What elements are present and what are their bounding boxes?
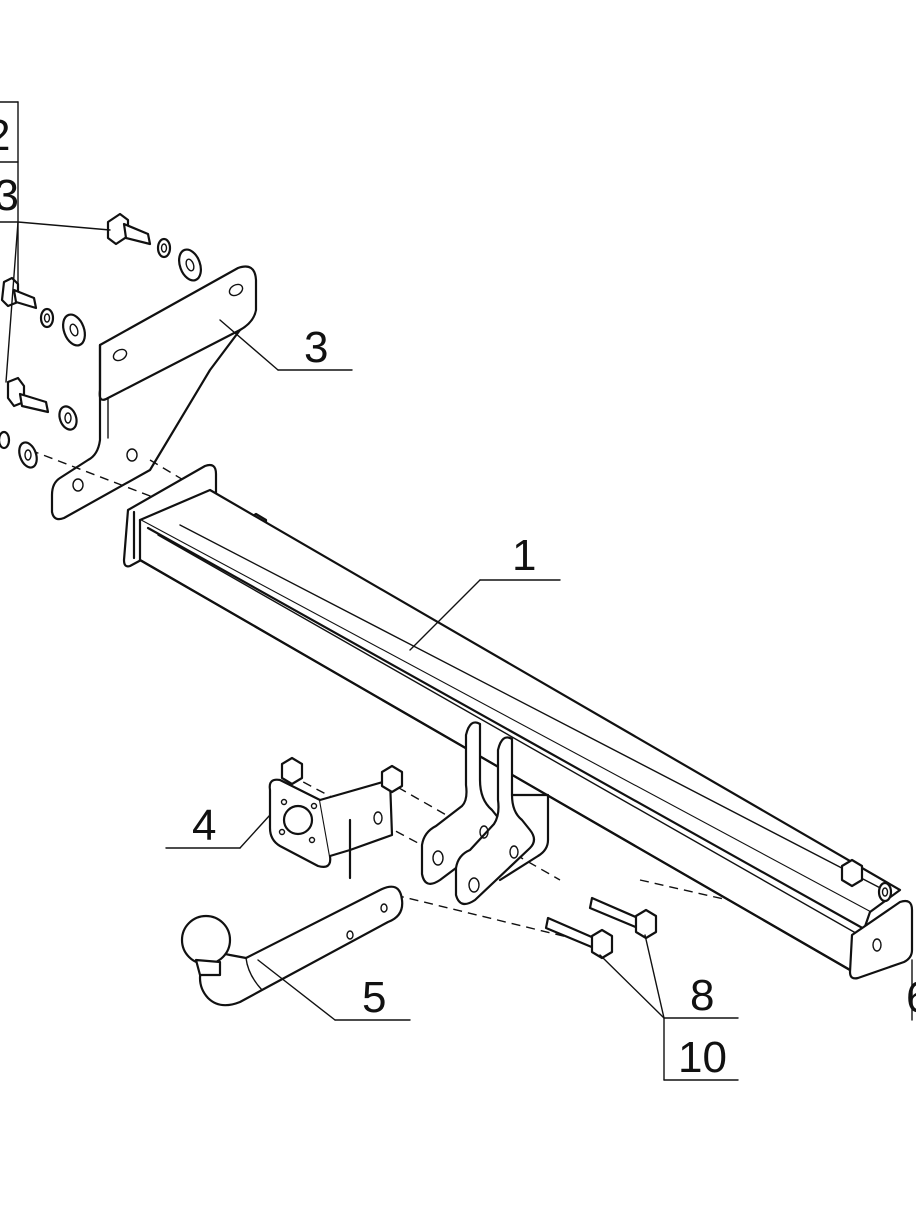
bolts-center xyxy=(544,896,658,960)
leader-lines xyxy=(0,101,913,1081)
socket-bracket xyxy=(268,756,404,880)
label-part-13: 13 xyxy=(0,171,19,220)
part-labels: 1 2 13 3 4 5 8 10 6 xyxy=(0,111,916,1082)
label-part-2: 2 xyxy=(0,111,10,160)
mounting-bracket-left xyxy=(50,265,258,521)
label-part-1: 1 xyxy=(512,531,536,580)
label-part-4: 4 xyxy=(192,801,216,850)
label-part-10: 10 xyxy=(678,1033,727,1082)
label-part-8: 8 xyxy=(690,971,714,1020)
ball-neck xyxy=(180,885,404,1007)
bolts-left-upper xyxy=(0,212,202,469)
label-part-3: 3 xyxy=(304,323,328,372)
label-part-6: 6 xyxy=(906,973,916,1022)
hitch-mount-brackets xyxy=(420,721,550,906)
label-part-5: 5 xyxy=(362,973,386,1022)
